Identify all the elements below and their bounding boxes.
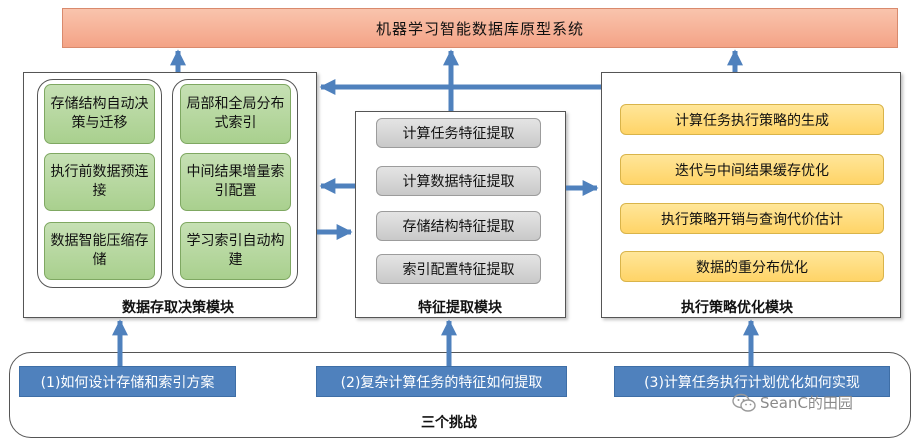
exec-item-label: 迭代与中间结果缓存优化 bbox=[675, 162, 829, 179]
storage-item-label: 学习索引自动构建 bbox=[186, 233, 285, 268]
system-title: 机器学习智能数据库原型系统 bbox=[375, 19, 584, 38]
exec-item-box: 计算任务执行策略的生成 bbox=[620, 104, 884, 135]
watermark: SeanC的田园 bbox=[732, 392, 853, 413]
feature-item-box: 计算任务特征提取 bbox=[376, 118, 541, 148]
challenge-box: (2)复杂计算任务的特征如何提取 bbox=[316, 366, 567, 397]
exec-item-box: 迭代与中间结果缓存优化 bbox=[620, 154, 884, 185]
exec-item-box: 数据的重分布优化 bbox=[620, 251, 884, 282]
challenge-label: (1)如何设计存储和索引方案 bbox=[40, 374, 215, 391]
challenge-label: (2)复杂计算任务的特征如何提取 bbox=[340, 374, 543, 391]
storage-item-box: 中间结果增量索引配置 bbox=[180, 153, 291, 211]
challenge-box: (1)如何设计存储和索引方案 bbox=[19, 366, 236, 397]
storage-item-box: 存储结构自动决策与迁移 bbox=[44, 84, 155, 144]
storage-item-box: 学习索引自动构建 bbox=[180, 222, 291, 280]
feature-item-label: 存储结构特征提取 bbox=[402, 219, 515, 235]
feature-item-box: 计算数据特征提取 bbox=[376, 166, 541, 196]
feature-item-label: 计算任务特征提取 bbox=[402, 126, 515, 142]
storage-item-label: 中间结果增量索引配置 bbox=[186, 164, 285, 199]
exec-module-title: 执行策略优化模块 bbox=[681, 300, 793, 316]
feature-item-label: 计算数据特征提取 bbox=[402, 174, 515, 190]
exec-item-label: 执行策略开销与查询代价估计 bbox=[661, 211, 843, 228]
feature-item-box: 存储结构特征提取 bbox=[376, 211, 541, 241]
storage-module-title: 数据存取决策模块 bbox=[122, 300, 234, 316]
challenges-title: 三个挑战 bbox=[421, 415, 477, 431]
exec-item-box: 执行策略开销与查询代价估计 bbox=[620, 203, 884, 234]
challenge-label: (3)计算任务执行计划优化如何实现 bbox=[644, 374, 860, 391]
feature-item-box: 索引配置特征提取 bbox=[376, 254, 541, 284]
system-title-banner: 机器学习智能数据库原型系统 bbox=[62, 8, 898, 48]
exec-item-label: 数据的重分布优化 bbox=[696, 259, 808, 276]
storage-item-box: 局部和全局分布式索引 bbox=[180, 84, 291, 144]
storage-item-label: 执行前数据预连接 bbox=[50, 164, 149, 199]
storage-item-label: 局部和全局分布式索引 bbox=[186, 96, 285, 131]
storage-item-box: 数据智能压缩存储 bbox=[44, 222, 155, 280]
storage-item-label: 数据智能压缩存储 bbox=[50, 233, 149, 268]
exec-item-label: 计算任务执行策略的生成 bbox=[675, 112, 829, 129]
storage-item-box: 执行前数据预连接 bbox=[44, 153, 155, 211]
wechat-icon bbox=[732, 393, 756, 412]
watermark-text: SeanC的田园 bbox=[760, 394, 853, 412]
feature-module-title: 特征提取模块 bbox=[418, 300, 502, 316]
storage-item-label: 存储结构自动决策与迁移 bbox=[50, 96, 149, 131]
feature-item-label: 索引配置特征提取 bbox=[402, 262, 515, 278]
challenge-box: (3)计算任务执行计划优化如何实现 bbox=[614, 366, 890, 397]
